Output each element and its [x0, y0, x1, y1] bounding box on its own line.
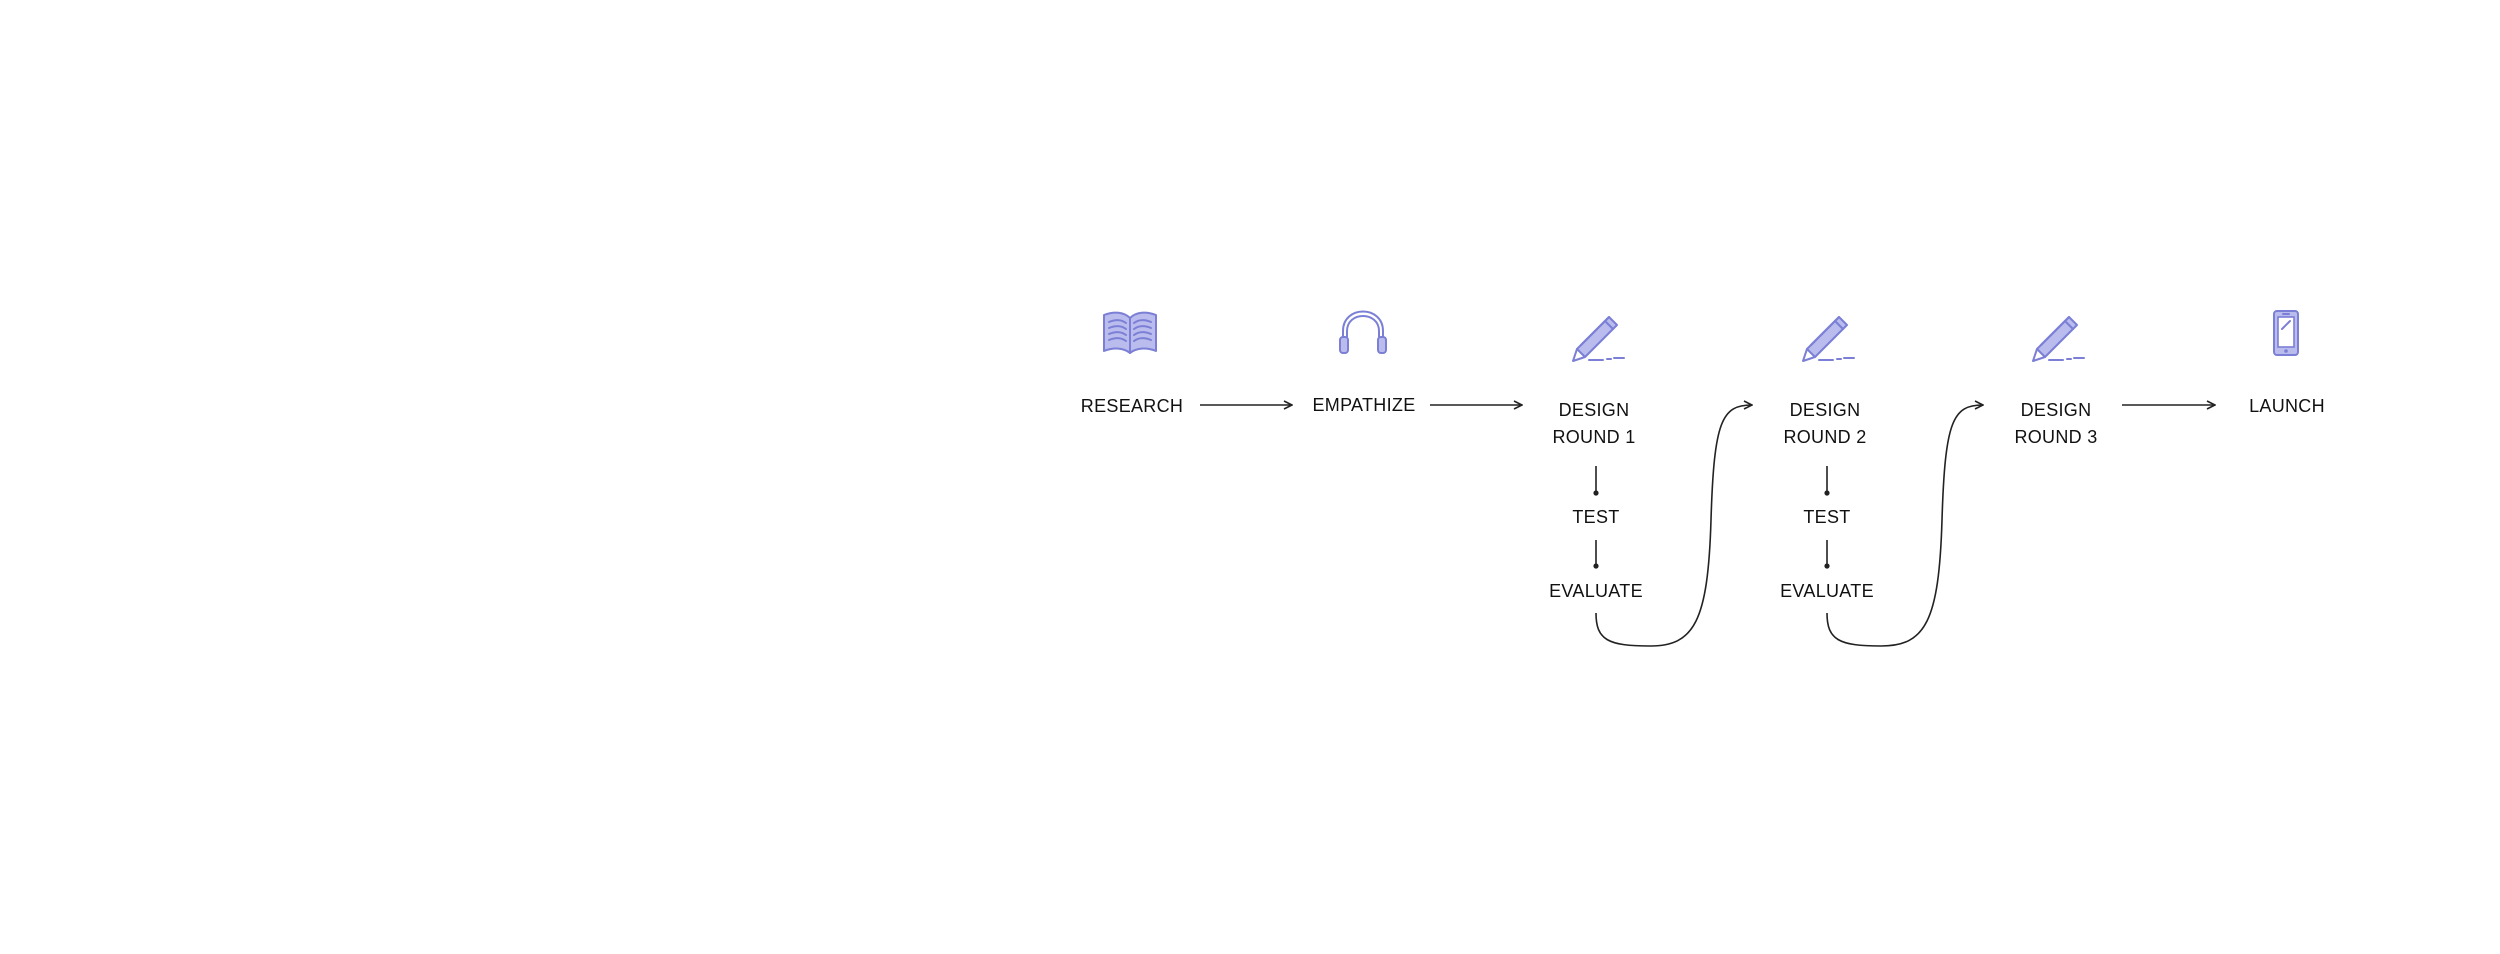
step-design-round-2-line2: ROUND 2	[1783, 427, 1866, 447]
arrow-evaluate-round-1-to-design-round-2	[1595, 405, 1752, 647]
step-design-round-3-line1: DESIGN	[2021, 400, 2092, 420]
step-research-label: RESEARCH	[1081, 396, 1183, 416]
pencil-icon	[1572, 316, 1625, 362]
step-design-round-2-line1: DESIGN	[1790, 400, 1861, 420]
round-2-evaluate-label: EVALUATE	[1780, 581, 1874, 601]
step-empathize-label: EMPATHIZE	[1312, 395, 1415, 415]
step-design-round-3-line2: ROUND 3	[2014, 427, 2097, 447]
round-2-test-label: TEST	[1803, 507, 1850, 527]
step-design-round-1-line1: DESIGN	[1559, 400, 1630, 420]
pencil-icon	[2032, 316, 2085, 362]
pencil-icon	[1802, 316, 1855, 362]
smartphone-icon	[2273, 310, 2299, 356]
step-launch-label: LAUNCH	[2249, 396, 2325, 416]
arrow-evaluate-round-2-to-design-round-3	[1826, 405, 1983, 647]
open-book-icon	[1103, 311, 1157, 354]
round-1-test-label: TEST	[1572, 507, 1619, 527]
headphones-icon	[1339, 310, 1387, 354]
round-1-evaluate-label: EVALUATE	[1549, 581, 1643, 601]
step-design-round-1-line2: ROUND 1	[1552, 427, 1635, 447]
